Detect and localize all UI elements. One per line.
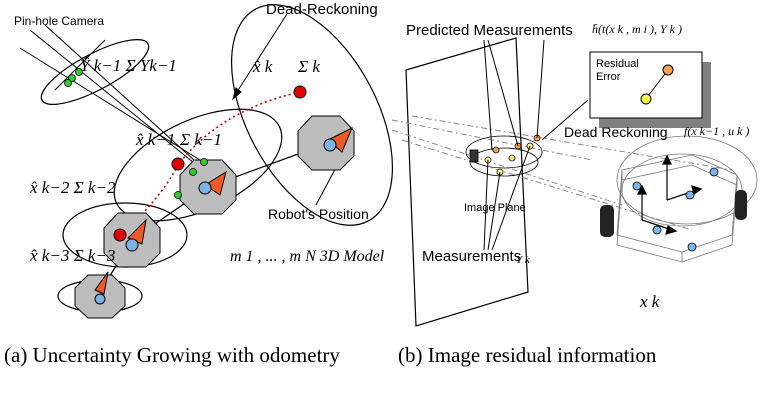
sigma-k1-label: Σ k−1 xyxy=(180,130,222,149)
frame-arrows xyxy=(637,154,703,235)
predicted-formula: h̄(t(x k , m i ), Y k ) xyxy=(592,22,682,36)
xk-label: x̂ k xyxy=(253,57,273,76)
predicted-dots xyxy=(492,134,541,154)
y-covariance-ellipse xyxy=(40,39,150,105)
panel-b-diagram xyxy=(391,37,758,327)
panel-b-residual: Predicted Measurements h̄(t(x k , m i ),… xyxy=(391,0,764,330)
xk-label-b: x k xyxy=(640,292,660,311)
sigma-k-ellipse xyxy=(230,4,394,226)
trajectory xyxy=(99,145,321,293)
dead-reckoning-label: Dead Reckoning xyxy=(564,124,668,140)
predicted-measurements-label: Predicted Measurements xyxy=(406,22,573,39)
caption-b: (b) Image residual information xyxy=(398,343,657,367)
projected-robot xyxy=(465,135,543,177)
residual-error-label: Residual Error xyxy=(596,58,639,83)
pinhole-rays xyxy=(19,24,216,181)
pointer-lines xyxy=(483,39,589,251)
y-hat-label: Ŷ k−1 Σ Yk−1 xyxy=(80,56,177,75)
robot-k3 xyxy=(74,271,126,319)
xk2-label: x̂ k−2 Σ k−2 xyxy=(30,178,116,197)
yk-label: Y k xyxy=(516,254,530,266)
image-plane-label: Image Plane xyxy=(464,202,526,214)
caption-a: (a) Uncertainty Growing with odometry xyxy=(4,343,340,367)
robot-k2 xyxy=(103,212,161,268)
residual-error-box xyxy=(589,51,711,128)
panel-a-diagram xyxy=(19,4,394,319)
xk3-label: x̂ k−3 Σ k−3 xyxy=(30,246,116,265)
projection-lines xyxy=(391,115,733,231)
dead-formula: f(x k−1 , u k ) xyxy=(684,124,750,138)
robot-k xyxy=(293,85,355,171)
xk1-label: x̂ k−1 xyxy=(136,130,176,149)
model-points xyxy=(632,167,719,252)
wheels xyxy=(600,190,747,237)
robot-position-label: Robot's Position xyxy=(268,206,369,222)
panel-a-uncertainty: Pin-hole Camera Dead-Reckoning Ŷ k−1 Σ Y… xyxy=(0,0,394,330)
green-measurements xyxy=(64,68,208,199)
dead-reckoning-label: Dead-Reckoning xyxy=(266,1,378,18)
sigma-k-label: Σ k xyxy=(298,57,320,76)
3d-model-label: m 1 , ... , m N 3D Model xyxy=(230,248,385,265)
image-plane xyxy=(405,37,529,327)
covariance-ellipses xyxy=(40,4,394,313)
pinhole-camera-label: Pin-hole Camera xyxy=(14,14,105,28)
measurements-label: Measurements xyxy=(422,248,522,265)
